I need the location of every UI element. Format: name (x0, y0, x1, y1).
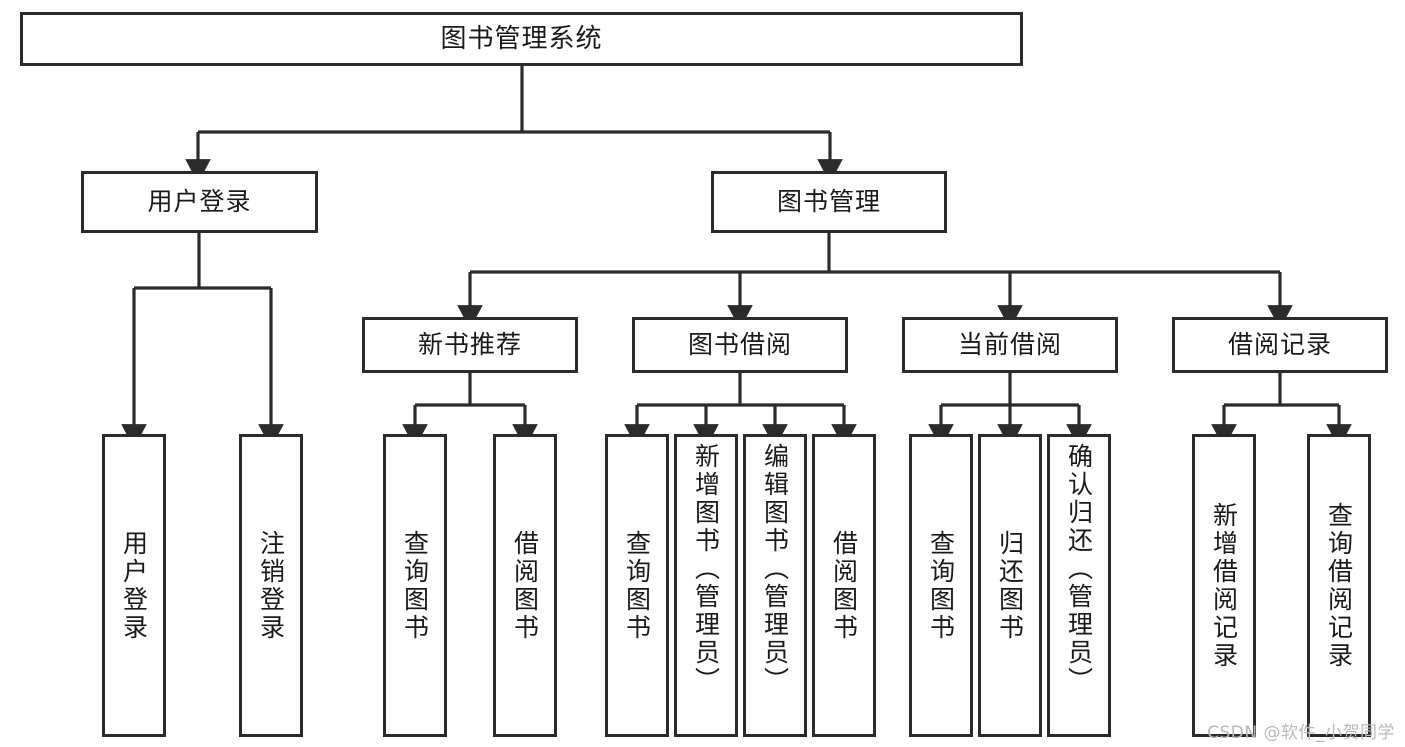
node-label: 新增图书（管理员） (691, 443, 721, 695)
leaf-user-login-login[interactable]: 用户登录 (102, 434, 166, 737)
leaf-borrow-records-query-record[interactable]: 查询借阅记录 (1307, 434, 1371, 737)
leaf-current-borrow-confirm-return-admin[interactable]: 确认归还（管理员） (1047, 434, 1111, 737)
watermark-csdn: CSDN @软件_小贺同学 (1207, 723, 1395, 743)
node-label: 用户登录 (119, 529, 149, 642)
leaf-current-borrow-return-book[interactable]: 归还图书 (978, 434, 1042, 737)
leaf-book-borrow-edit-book-admin[interactable]: 编辑图书（管理员） (743, 434, 807, 737)
node-current-borrow[interactable]: 当前借阅 (902, 317, 1118, 373)
node-label: 图书借阅 (687, 330, 792, 360)
node-book-management[interactable]: 图书管理 (711, 171, 947, 233)
leaf-book-borrow-add-book-admin[interactable]: 新增图书（管理员） (674, 434, 738, 737)
leaf-borrow-records-add-record[interactable]: 新增借阅记录 (1192, 434, 1256, 737)
node-label: 借阅图书 (510, 529, 540, 642)
node-book-borrow[interactable]: 图书借阅 (632, 317, 848, 373)
node-label: 查询图书 (926, 529, 956, 642)
leaf-new-book-borrow-book[interactable]: 借阅图书 (493, 434, 557, 737)
node-label: 新书推荐 (417, 330, 522, 360)
node-label: 编辑图书（管理员） (760, 443, 790, 695)
node-label: 查询图书 (400, 529, 430, 642)
leaf-book-borrow-borrow-book[interactable]: 借阅图书 (812, 434, 876, 737)
node-root-book-management-system[interactable]: 图书管理系统 (20, 12, 1023, 66)
node-user-login[interactable]: 用户登录 (81, 171, 318, 233)
node-label: 新增借阅记录 (1209, 501, 1239, 670)
node-borrow-records[interactable]: 借阅记录 (1172, 317, 1388, 373)
node-label: 确认归还（管理员） (1064, 443, 1094, 695)
node-label: 查询图书 (622, 529, 652, 642)
node-label: 借阅记录 (1227, 330, 1332, 360)
node-label: 图书管理 (776, 187, 881, 217)
node-label: 图书管理系统 (440, 23, 603, 54)
node-label: 查询借阅记录 (1324, 501, 1354, 670)
leaf-current-borrow-query-book[interactable]: 查询图书 (909, 434, 973, 737)
node-label: 归还图书 (995, 529, 1025, 642)
leaf-user-login-logout[interactable]: 注销登录 (239, 434, 303, 737)
node-new-book-recommend[interactable]: 新书推荐 (362, 317, 578, 373)
node-label: 用户登录 (147, 187, 252, 217)
node-label: 当前借阅 (957, 330, 1062, 360)
node-label: 注销登录 (256, 529, 286, 642)
node-label: 借阅图书 (829, 529, 859, 642)
leaf-book-borrow-query-book[interactable]: 查询图书 (605, 434, 669, 737)
leaf-new-book-query-book[interactable]: 查询图书 (383, 434, 447, 737)
